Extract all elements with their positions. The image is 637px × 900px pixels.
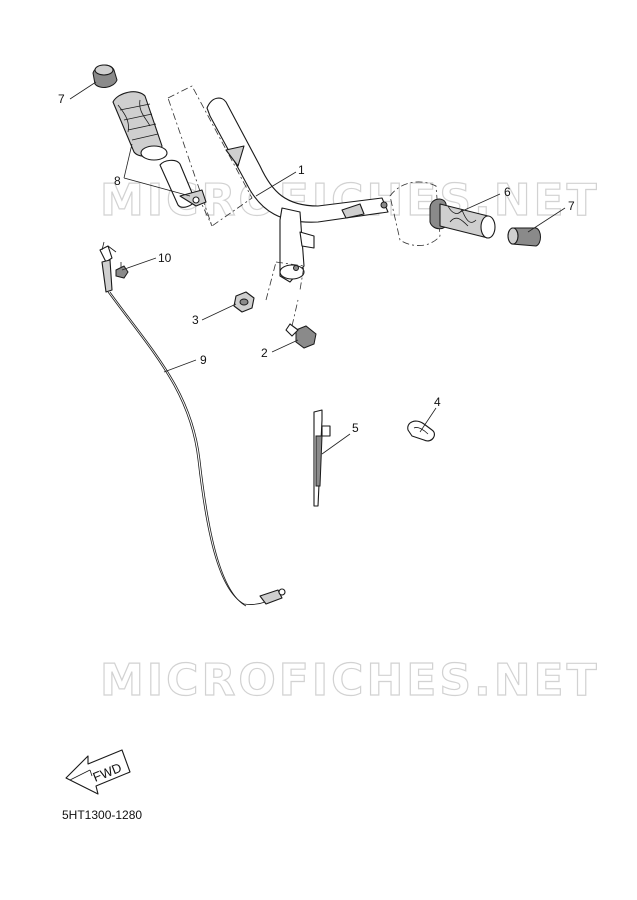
assembly-guide-right [389, 181, 441, 246]
part-grip-left [112, 91, 168, 161]
callout-10: 10 [158, 251, 172, 265]
assembly-guide-clamp [265, 261, 305, 327]
part-handlebar [206, 97, 389, 283]
callout-6: 6 [504, 185, 511, 199]
callout-5: 5 [352, 421, 359, 435]
callout-7-right: 7 [568, 199, 575, 213]
callout-3: 3 [192, 313, 199, 327]
leader-lines [69, 81, 566, 455]
callout-1: 1 [298, 163, 305, 177]
diagram-reference: 5HT1300-1280 [62, 808, 143, 822]
part-bar-end-right [507, 227, 541, 247]
callout-2: 2 [261, 346, 268, 360]
callout-4: 4 [434, 395, 441, 409]
part-bar-end-left [92, 64, 118, 88]
part-grip-right [429, 198, 496, 239]
watermark-bottom: MICROFICHES.NET [100, 655, 600, 706]
callout-8: 8 [114, 174, 121, 188]
part-nut [233, 291, 255, 313]
part-cable-tie [313, 409, 331, 507]
part-throttle-cable [99, 241, 286, 607]
callout-7-left: 7 [58, 92, 65, 106]
callout-9: 9 [200, 353, 207, 367]
part-bolt [285, 323, 317, 349]
fwd-arrow-icon: FWD [65, 749, 131, 795]
part-throttle-tube [159, 159, 207, 208]
